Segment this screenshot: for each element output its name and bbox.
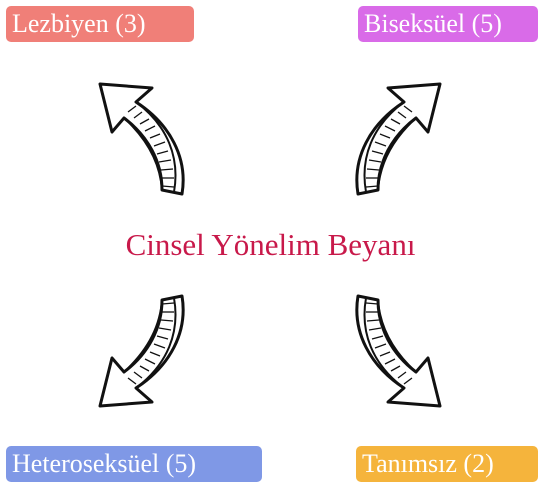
- curved-arrow-down-left-icon: [78, 284, 218, 424]
- curved-arrow-up-left-icon: [78, 66, 218, 206]
- curved-arrow-up-right-icon: [322, 66, 462, 206]
- category-badge-tanimsiz: Tanımsız (2): [356, 446, 538, 482]
- category-badge-lezbiyen: Lezbiyen (3): [6, 6, 194, 42]
- curved-arrow-down-right-icon: [322, 284, 462, 424]
- category-badge-heteroseksuel: Heteroseksüel (5): [6, 446, 262, 482]
- category-badge-biseksuel: Biseksüel (5): [358, 6, 538, 42]
- diagram-title: Cinsel Yönelim Beyanı: [125, 227, 416, 262]
